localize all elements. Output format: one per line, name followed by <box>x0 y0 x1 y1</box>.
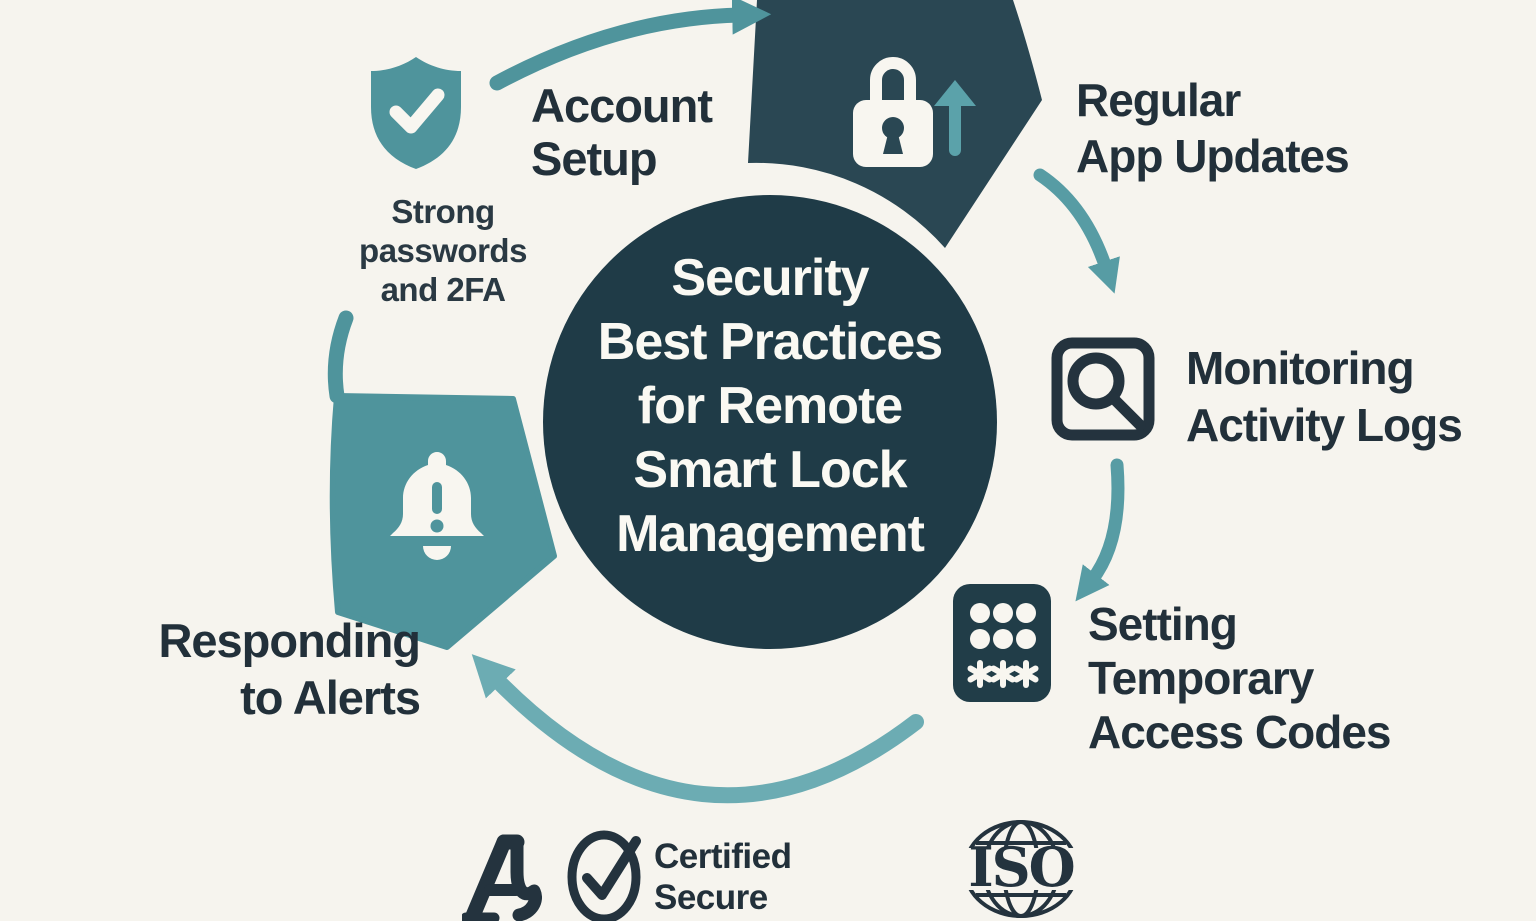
step-label-line: Temporary <box>1088 652 1314 704</box>
step-label-line: App Updates <box>1076 130 1350 182</box>
title-line: Best Practices <box>597 313 943 371</box>
flow-arrow-account-to-updates <box>489 0 772 91</box>
title-line: Security <box>671 249 869 307</box>
step-note-line: Strong <box>391 193 495 230</box>
iso-globe-badge: ISO <box>946 820 1096 918</box>
step-note-account-setup: Strong passwords and 2FA <box>348 192 538 309</box>
step-label-regular-app-updates: Regular App Updates <box>1076 72 1350 184</box>
step-note-line: passwords <box>359 232 527 269</box>
step-label-line: Monitoring <box>1186 342 1415 394</box>
brand-a-logo-icon <box>462 834 542 921</box>
activity-search-icon <box>1051 337 1155 441</box>
step-label-responding-to-alerts: Responding to Alerts <box>118 612 421 726</box>
flow-arrow-updates-to-monitoring <box>1033 168 1120 294</box>
step-label-line: Account <box>531 79 713 132</box>
step-label-account-setup: Account Setup <box>531 79 713 185</box>
check-circle-icon <box>567 830 641 921</box>
title-line: Smart Lock <box>633 441 907 499</box>
lock-icon <box>853 57 933 167</box>
step-label-monitoring-activity-logs: Monitoring Activity Logs <box>1186 340 1463 454</box>
certified-secure-label: Certified Secure <box>654 836 792 918</box>
step-label-line: Activity Logs <box>1186 399 1463 451</box>
alert-bell-icon <box>390 452 484 560</box>
keypad-dots <box>970 603 1036 649</box>
step-label-line: Setup <box>531 132 658 185</box>
title-line: for Remote <box>637 377 903 435</box>
update-up-arrow-icon <box>934 80 976 156</box>
flow-arrow-monitoring-to-codes <box>1075 458 1125 602</box>
iso-label: ISO <box>968 835 1073 899</box>
keypad-icon <box>953 584 1051 702</box>
shield-check-icon <box>371 57 461 169</box>
certified-line: Secure <box>654 878 768 917</box>
step-note-line: and 2FA <box>380 271 506 308</box>
step-label-line: Setting <box>1088 598 1238 650</box>
step-label-setting-temporary-access-codes: Setting Temporary Access Codes <box>1088 597 1391 759</box>
alerts-shape-tail <box>327 310 354 404</box>
keypad-asterisks <box>967 660 1039 688</box>
step-label-line: Regular <box>1076 74 1241 126</box>
diagram-title: Security Best Practices for Remote Smart… <box>543 246 997 566</box>
certified-line: Certified <box>654 837 792 876</box>
lock-update-icon <box>853 57 976 167</box>
center-circle-shape <box>543 195 997 649</box>
step-label-line: Access Codes <box>1088 706 1391 758</box>
title-line: Management <box>616 505 925 563</box>
step-label-line: to Alerts <box>240 671 421 724</box>
step-label-line: Responding <box>158 614 421 667</box>
flow-arrow-codes-to-alerts <box>471 654 924 804</box>
